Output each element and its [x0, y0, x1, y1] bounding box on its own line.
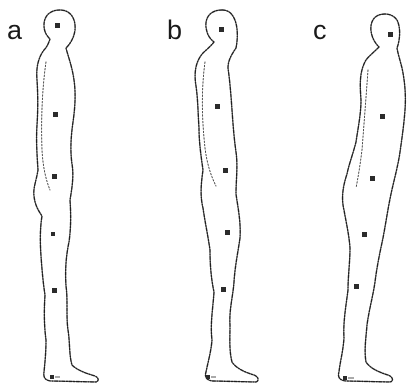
silhouette-a-arm	[42, 62, 50, 190]
marker-a-hip	[52, 174, 57, 179]
silhouette-c-outline	[338, 14, 405, 382]
marker-c-hip	[370, 176, 375, 181]
marker-c-head	[388, 32, 393, 37]
marker-c-knee-upper	[362, 232, 367, 237]
silhouette-a-markers	[50, 23, 60, 379]
silhouette-c-markers	[343, 32, 393, 380]
marker-a-shoulder	[53, 112, 58, 117]
silhouette-a	[34, 10, 98, 382]
marker-b-knee	[221, 287, 226, 292]
marker-c-shoulder	[380, 114, 385, 119]
marker-a-knee	[52, 288, 57, 293]
silhouette-b-markers	[206, 27, 230, 379]
silhouette-c	[338, 14, 405, 382]
marker-b-knee-upper	[225, 230, 230, 235]
silhouette-b-arm	[202, 62, 216, 186]
marker-c-knee	[354, 284, 359, 289]
marker-b-head	[219, 27, 224, 32]
marker-a-head	[55, 23, 60, 28]
marker-b-shoulder	[215, 104, 220, 109]
marker-a-knee-upper	[51, 232, 55, 236]
marker-b-ankle	[206, 375, 210, 379]
marker-c-ankle	[343, 376, 347, 380]
marker-b-hip	[223, 168, 228, 173]
silhouette-a-outline	[34, 10, 98, 382]
silhouette-b	[195, 10, 258, 382]
marker-a-ankle	[50, 375, 54, 379]
